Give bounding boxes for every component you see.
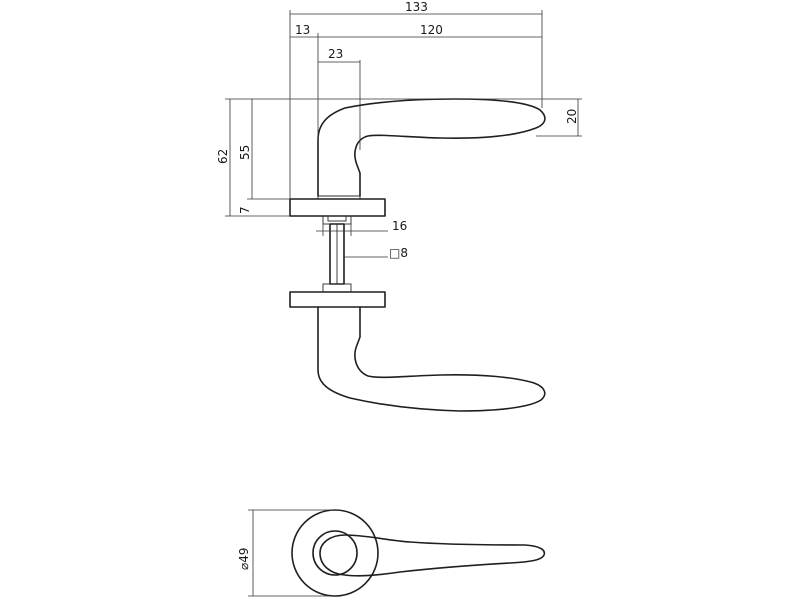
spindle-collar-top: [322, 215, 352, 225]
dim-rose-thickness: 7: [238, 206, 252, 214]
front-lever: [319, 534, 546, 577]
dim-total-height: 62: [216, 149, 230, 164]
dim-spindle-length: 16: [392, 219, 407, 233]
dim-lever-length: 120: [420, 23, 443, 37]
dim-neck-height: 55: [238, 145, 252, 160]
dimension-lines: 133 13 120 23 20 62 55 7 16 □8: [216, 0, 582, 260]
dim-rose-diameter: ⌀49: [237, 548, 251, 571]
dim-spindle-square: □8: [389, 246, 408, 260]
spindle-collar-bottom: [322, 283, 352, 293]
side-view-top: [289, 98, 546, 293]
bottom-rose: [289, 291, 386, 308]
bottom-lever: [317, 306, 546, 412]
top-lever: [317, 98, 546, 197]
rose-outer-circle: [291, 509, 379, 597]
dim-neck-width: 23: [328, 47, 343, 61]
front-view: ⌀49: [237, 509, 546, 597]
rose-inner-circle: [312, 530, 358, 576]
spindle-collar-inner-top: [327, 215, 347, 222]
dim-rose-offset: 13: [295, 23, 310, 37]
dim-overall-length: 133: [405, 0, 428, 14]
dim-lever-height: 20: [565, 109, 579, 124]
side-view-bottom: [289, 291, 546, 412]
top-rose: [289, 198, 386, 217]
